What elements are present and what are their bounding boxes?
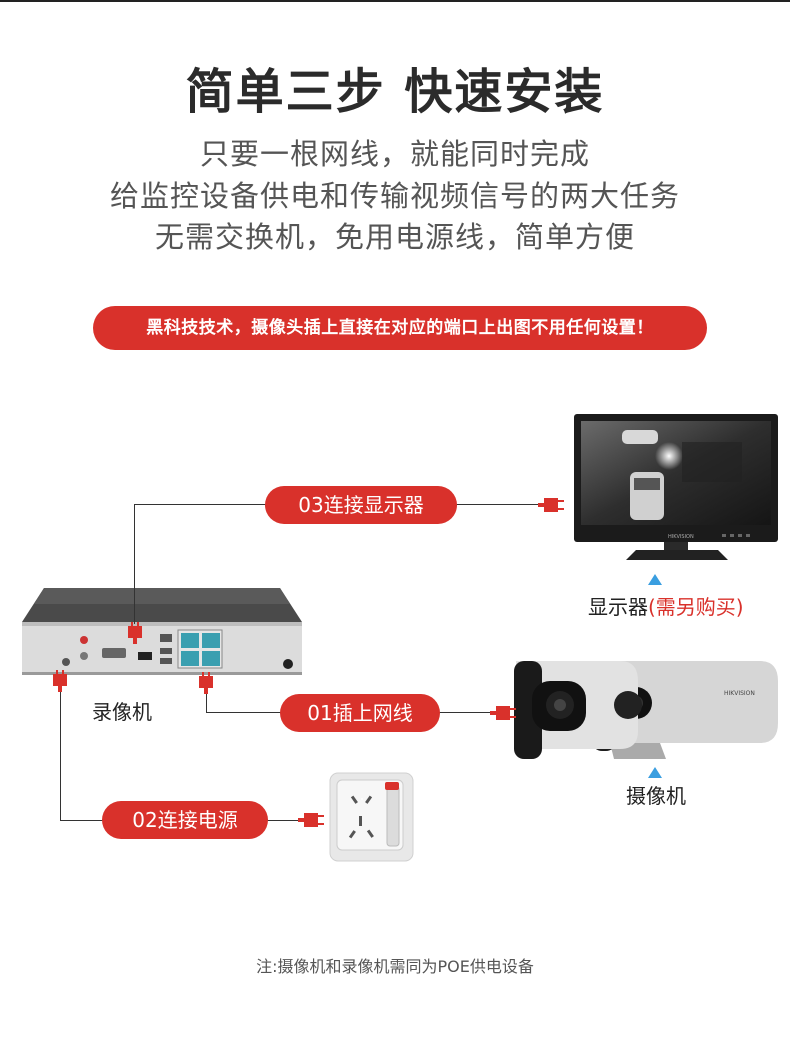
camera-image: HIKVISION bbox=[514, 661, 778, 759]
plug-nvr-power-icon bbox=[53, 670, 67, 692]
nvr-image bbox=[22, 588, 302, 675]
subtitle-line-2: 给监控设备供电和传输视频信号的两大任务 bbox=[109, 179, 680, 213]
step-2-connect-power: 02连接电源 bbox=[102, 801, 268, 839]
top-divider bbox=[0, 0, 790, 2]
monitor-label-text: 显示器 bbox=[588, 595, 648, 619]
wire-power-vertical bbox=[60, 684, 61, 820]
step-3-connect-display: 03连接显示器 bbox=[265, 486, 457, 524]
wire-network-vertical bbox=[206, 688, 207, 712]
footnote: 注:摄像机和录像机需同为POE供电设备 bbox=[256, 957, 534, 976]
highlight-banner: 黑科技技术，摄像头插上直接在对应的端口上出图不用任何设置！ bbox=[93, 306, 707, 350]
plug-nvr-network-icon bbox=[199, 672, 213, 694]
plug-monitor-icon bbox=[538, 498, 564, 512]
step-1-plug-network: 01插上网线 bbox=[280, 694, 440, 732]
camera-label: 摄像机 bbox=[626, 784, 686, 808]
svg-text:HIKVISION: HIKVISION bbox=[668, 534, 694, 540]
plug-socket-icon bbox=[298, 813, 324, 827]
monitor-arrow-icon bbox=[648, 574, 662, 585]
monitor-image: HIKVISION bbox=[574, 414, 778, 560]
page-title: 简单三步 快速安装 bbox=[185, 64, 605, 120]
svg-text:HIKVISION: HIKVISION bbox=[724, 690, 755, 697]
nvr-label: 录像机 bbox=[92, 700, 152, 724]
subtitle-line-1: 只要一根网线，就能同时完成 bbox=[199, 137, 590, 171]
plug-nvr-display-icon bbox=[128, 622, 142, 644]
subtitle-line-3: 无需交换机，免用电源线，简单方便 bbox=[154, 220, 635, 254]
camera-arrow-icon bbox=[648, 767, 662, 778]
monitor-label: 显示器(需另购买) bbox=[588, 591, 744, 620]
plug-camera-icon bbox=[490, 706, 516, 720]
wire-display-vertical bbox=[134, 504, 135, 624]
power-socket-image bbox=[329, 772, 414, 862]
monitor-purchase-note: (需另购买) bbox=[648, 595, 744, 619]
